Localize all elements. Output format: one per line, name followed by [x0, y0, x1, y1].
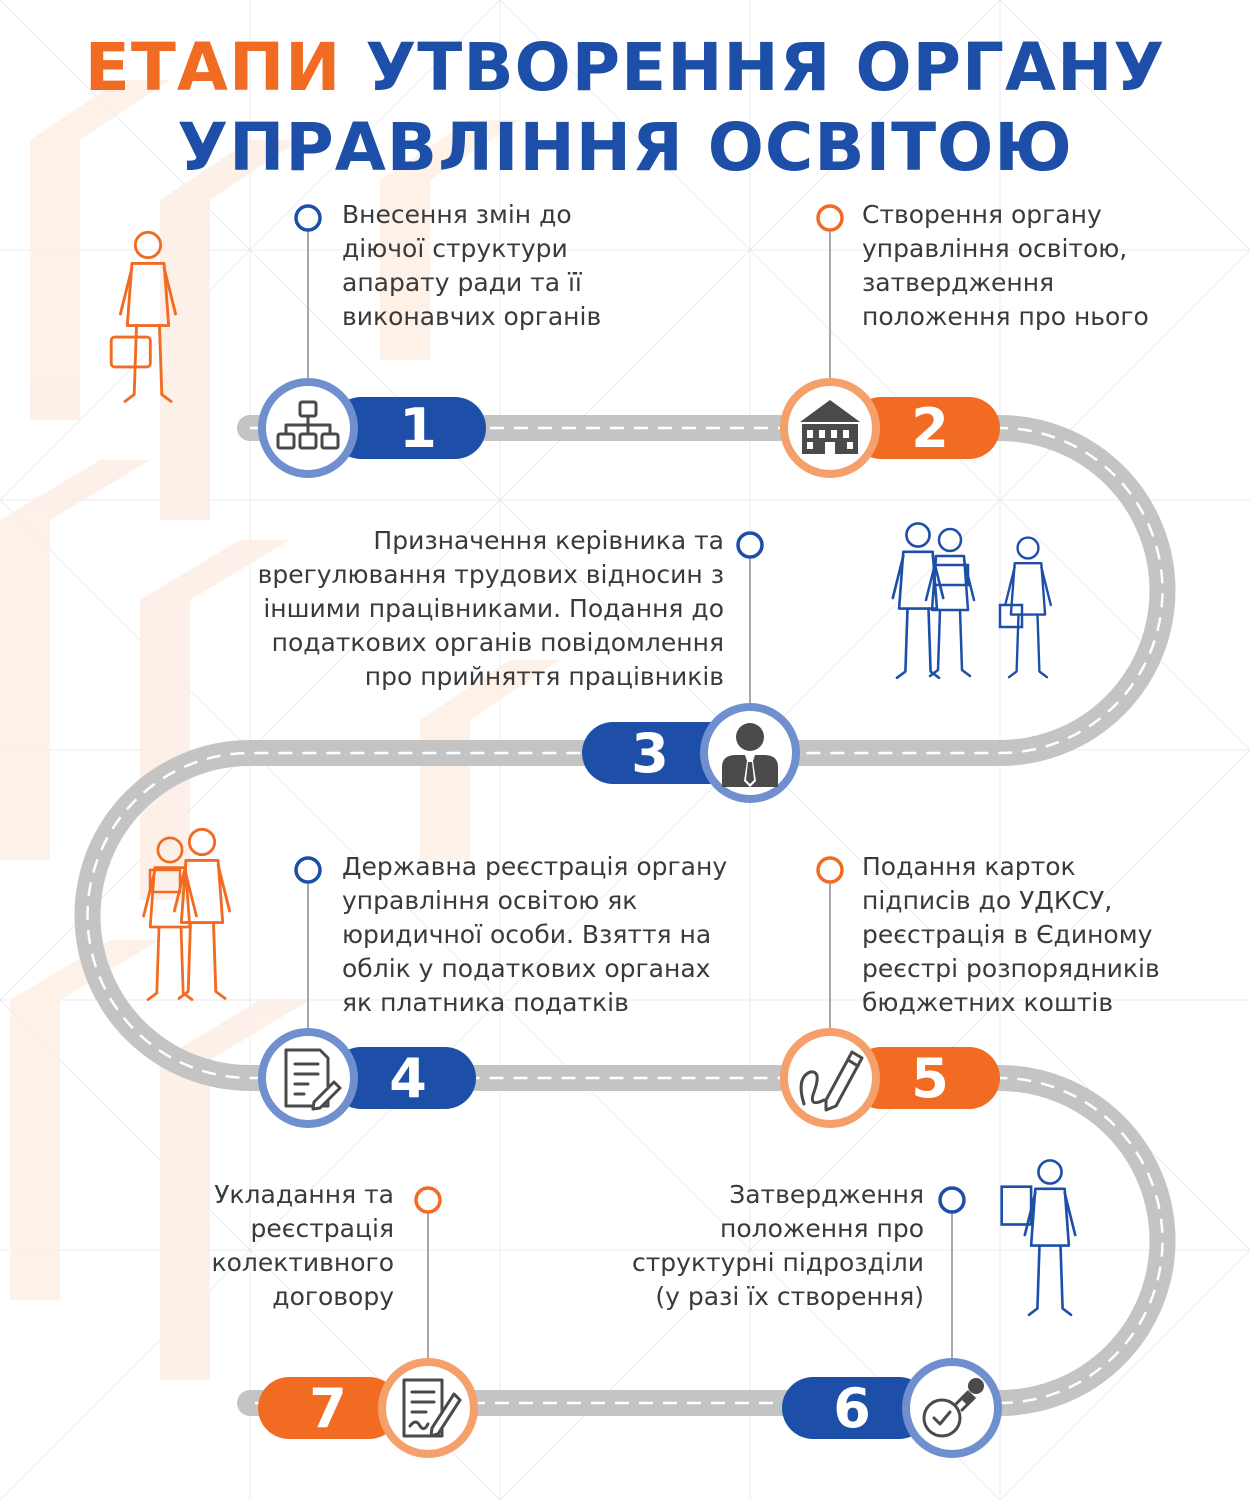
step-5-number: 5	[911, 1047, 949, 1110]
connector-dot-2	[816, 204, 844, 232]
step-2-text: Створення органу управління освітою, зат…	[862, 200, 1149, 331]
step-1-text: Внесення змін до діючої структури апарат…	[342, 200, 602, 331]
stamp-icon	[922, 1378, 984, 1438]
step-5-badge: 5	[780, 1028, 1000, 1128]
step-4-icon-circle	[258, 1028, 358, 1128]
step-7-number: 7	[309, 1377, 347, 1440]
two-men-reading-illustration	[142, 827, 232, 1001]
walking-man-illustration	[109, 230, 178, 403]
step-3-number: 3	[631, 722, 669, 785]
step-4-number: 4	[389, 1047, 427, 1110]
step-6-badge: 6	[782, 1358, 1002, 1458]
step-3-text: Призначення керівника та врегулювання тр…	[257, 526, 724, 691]
title-accent: ЕТАПИ	[84, 29, 342, 106]
step-7-pill	[258, 1377, 400, 1439]
step-3-badge: 3	[582, 703, 800, 803]
step-5-icon-circle	[780, 1028, 880, 1128]
connector-dot-1	[294, 204, 322, 232]
connector-dot-5	[816, 856, 844, 884]
business-group-illustration	[891, 522, 1052, 680]
step-1-badge: 1	[258, 378, 486, 478]
connector-dot-4	[294, 856, 322, 884]
step-7-badge: 7	[258, 1358, 478, 1458]
step-6-text: Затвердження положення про структурні пі…	[631, 1180, 924, 1311]
step-6-pill	[782, 1377, 930, 1439]
building-icon	[800, 400, 860, 454]
step-4-pill	[330, 1047, 476, 1109]
title-rest: УТВОРЕННЯ ОРГАНУ	[365, 29, 1166, 106]
step-3-pill	[582, 722, 740, 784]
manager-icon	[722, 723, 778, 787]
document-edit-icon	[284, 1048, 342, 1111]
laptop-icon	[932, 563, 970, 587]
step-6-number: 6	[833, 1377, 871, 1440]
road	[74, 415, 1176, 1416]
paper-icon	[148, 868, 182, 894]
step-6-icon-circle	[902, 1358, 1002, 1458]
step-2-pill	[850, 397, 1000, 459]
connector-dot-7	[414, 1186, 442, 1214]
contract-icon	[402, 1378, 462, 1438]
woman-with-folder-figure	[1004, 536, 1052, 679]
background-chevrons	[0, 80, 560, 1380]
step-1-pill	[330, 397, 486, 459]
step-4-text: Державна реєстрація органу управління ос…	[342, 852, 728, 1017]
step-7-text: Укладання та реєстрація колективного дог…	[211, 1180, 394, 1311]
step-2-number: 2	[911, 397, 949, 460]
page-title-line2: УПРАВЛІННЯ ОСВІТОЮ	[177, 109, 1073, 186]
connector-dot-3	[736, 531, 764, 559]
man-reading-right	[172, 827, 232, 1000]
org-structure-icon	[276, 400, 340, 450]
step-1-number: 1	[399, 397, 437, 460]
page-title-line1: ЕТАПИ УТВОРЕННЯ ОРГАНУ	[0, 28, 1250, 108]
illustrations	[109, 230, 1077, 1317]
step-5-pill	[850, 1047, 1000, 1109]
step-5-text: Подання карток підписів до УДКСУ, реєстр…	[862, 852, 1160, 1017]
man-figure	[891, 522, 945, 680]
folder-icon	[998, 603, 1024, 629]
woman-reading-illustration	[1000, 1159, 1077, 1317]
step-2-badge: 2	[780, 378, 1000, 478]
pen-signature-icon	[799, 1050, 864, 1112]
step-badges: 1 2 3 4 5 6 7	[258, 378, 1002, 1458]
connectors	[294, 204, 966, 1360]
step-4-badge: 4	[258, 1028, 476, 1128]
connector-dot-6	[938, 1186, 966, 1214]
step-7-icon-circle	[378, 1358, 478, 1458]
